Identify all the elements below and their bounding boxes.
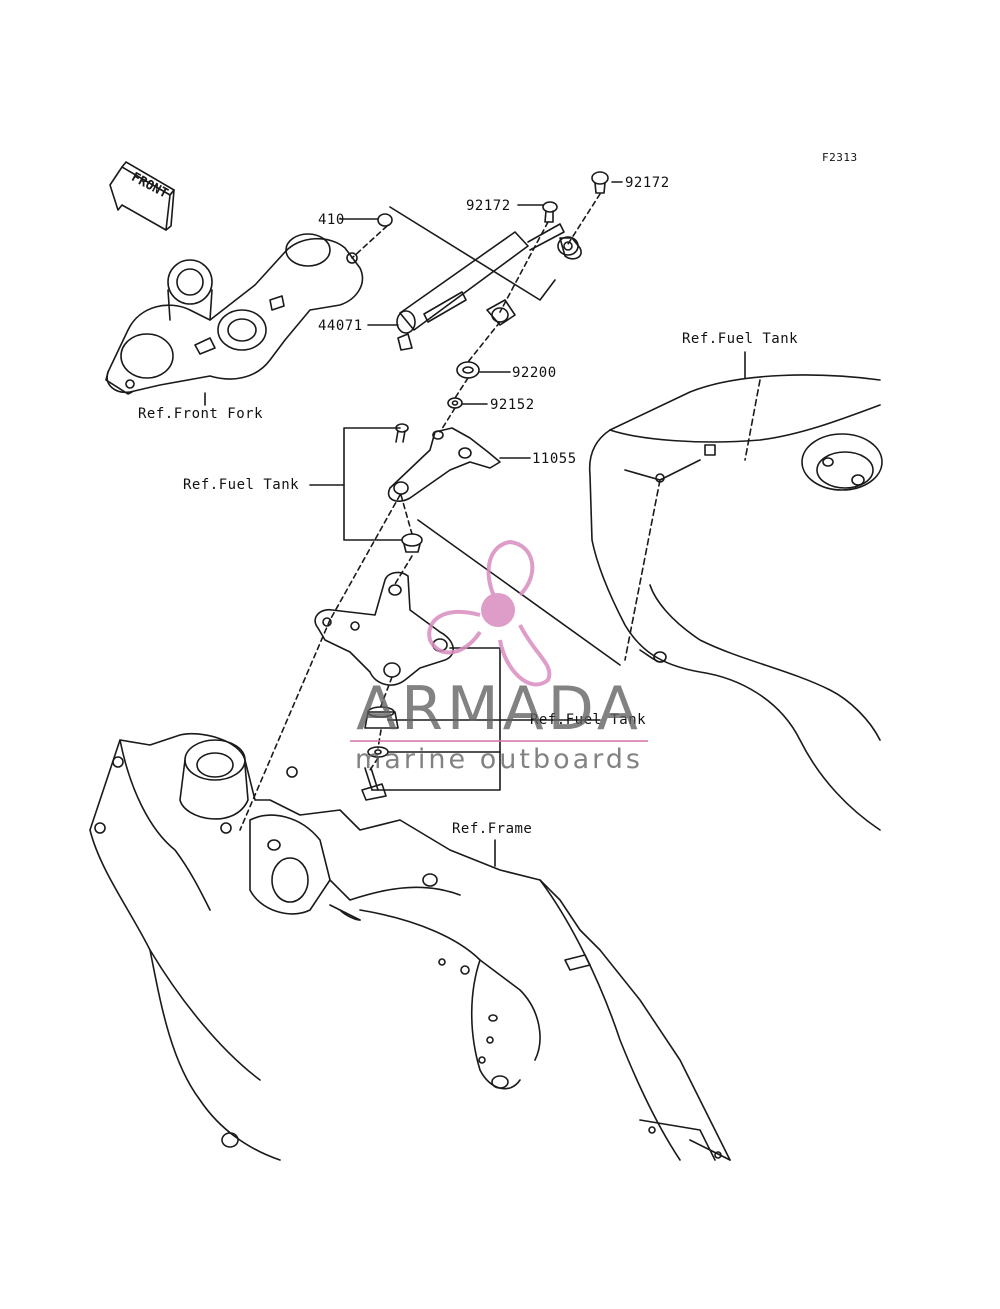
- bolt-92172-left: [542, 201, 558, 223]
- ref-label-fuel-tank-lower: Ref.Fuel Tank: [530, 712, 647, 728]
- lower-mount-bracket: [314, 571, 454, 686]
- steering-damper: [396, 223, 582, 351]
- washer-92152: [447, 397, 463, 409]
- bolt-lower: [361, 767, 387, 801]
- bolt-92172-right: [591, 171, 609, 194]
- watermark-divider: [350, 740, 648, 742]
- leader-lines: [204, 181, 746, 867]
- bushing-92200: [456, 361, 480, 379]
- collar-top: [401, 533, 423, 553]
- ref-label-frame: Ref.Frame: [452, 821, 533, 837]
- washer-410: [377, 213, 393, 227]
- bolt-bracket-top: [395, 423, 409, 443]
- watermark-subtitle: marine outboards: [354, 744, 643, 775]
- part-label-92152[interactable]: 92152: [490, 397, 535, 413]
- part-label-92200[interactable]: 92200: [512, 365, 557, 381]
- ref-label-front-fork: Ref.Front Fork: [138, 406, 264, 422]
- front-arrow-icon: FRONT: [109, 161, 175, 231]
- part-label-410[interactable]: 410: [318, 212, 345, 228]
- top-fork-bracket: [105, 233, 364, 395]
- frame: [89, 732, 731, 1161]
- part-label-92172-left[interactable]: 92172: [466, 198, 511, 214]
- part-label-11055[interactable]: 11055: [532, 451, 577, 467]
- part-label-92172-right[interactable]: 92172: [625, 175, 670, 191]
- propeller-logo-icon: [427, 539, 552, 687]
- fuel-tank: [588, 374, 883, 831]
- ref-label-fuel-tank-left: Ref.Fuel Tank: [183, 477, 300, 493]
- watermark-title: ARMADA: [356, 674, 642, 744]
- grommet-lower: [364, 706, 399, 729]
- ref-label-fuel-tank-right: Ref.Fuel Tank: [682, 331, 799, 347]
- bracket-11055: [387, 427, 501, 502]
- part-label-44071[interactable]: 44071: [318, 318, 363, 334]
- figure-code: F2313: [822, 151, 858, 164]
